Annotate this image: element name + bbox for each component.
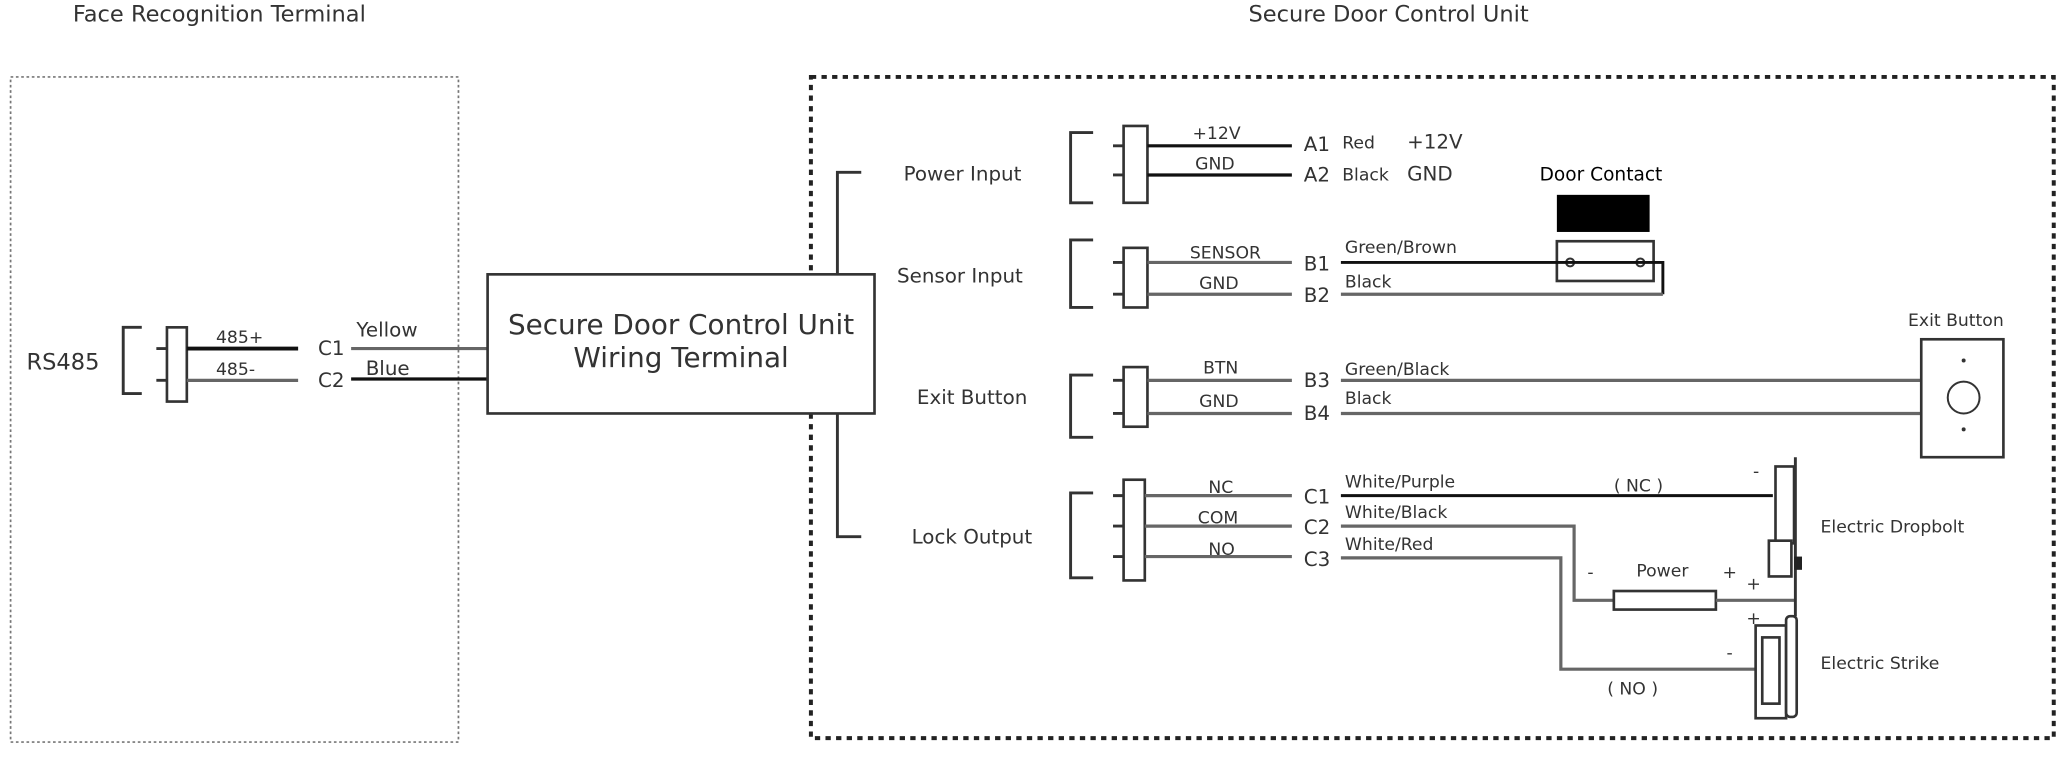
- strike-minus: -: [1726, 644, 1732, 664]
- door-contact-label: Door Contact: [1540, 164, 1663, 185]
- bus-line: [835, 170, 862, 539]
- rs485-label: RS485: [26, 350, 99, 376]
- wire-color-blue: Blue: [366, 357, 410, 380]
- exit-button-device-label: Exit Button: [1908, 311, 2004, 331]
- no-note: ( NO ): [1607, 679, 1658, 699]
- electric-strike: - Electric Strike: [1726, 614, 1940, 720]
- terminal-b2: B2: [1304, 284, 1330, 307]
- exit-button-group: Exit Button BTN GND B3 B4 Green/Black Bl…: [917, 311, 2005, 459]
- terminal-c3: C3: [1304, 548, 1331, 571]
- pin-gnd: GND: [1199, 392, 1238, 412]
- control-unit-title: Secure Door Control Unit: [1248, 1, 1528, 27]
- strike-label: Electric Strike: [1821, 654, 1940, 674]
- rs485-connector: RS485 485+ 485- C1 C2 Yellow Blue: [26, 319, 488, 403]
- pin-485minus: 485-: [216, 360, 255, 380]
- face-terminal-title: Face Recognition Terminal: [73, 1, 366, 27]
- wiring-terminal-title: Secure Door Control Unit: [508, 308, 854, 341]
- terminal-a1: A1: [1304, 133, 1330, 156]
- power-supply: Power - + + +: [1587, 561, 1796, 629]
- pin-gnd: GND: [1195, 155, 1234, 175]
- terminal-c2: C2: [318, 369, 345, 392]
- terminal-c1: C1: [318, 337, 345, 360]
- strike-plus: +: [1746, 609, 1760, 629]
- wire-color-white-purple: White/Purple: [1345, 473, 1455, 493]
- pin-nc: NC: [1208, 478, 1233, 498]
- dropbolt-plus: +: [1746, 575, 1760, 595]
- lock-output-group: Lock Output NC COM NO C1 C2 C3 White/Pur…: [912, 473, 1773, 699]
- terminal-a2: A2: [1304, 164, 1330, 187]
- pin-485plus: 485+: [216, 328, 263, 348]
- pin-sensor: SENSOR: [1190, 243, 1261, 263]
- wire-color-yellow: Yellow: [355, 319, 417, 342]
- face-terminal-boundary: [9, 76, 460, 743]
- exit-button-circle-icon: [1946, 380, 1981, 415]
- power-input-label: Power Input: [904, 162, 1022, 185]
- wire-color-black: Black: [1345, 389, 1392, 409]
- pin-no: NO: [1208, 540, 1234, 560]
- sensor-input-group: Sensor Input SENSOR GND B1 B2 Green/Brow…: [897, 238, 1665, 309]
- terminal-b4: B4: [1304, 402, 1330, 425]
- power-plus: +: [1723, 563, 1737, 583]
- terminal-b3: B3: [1304, 369, 1330, 392]
- pin-com: COM: [1198, 508, 1238, 528]
- signal-12v: +12V: [1407, 130, 1463, 153]
- signal-gnd: GND: [1407, 162, 1453, 185]
- wire-color-green-black: Green/Black: [1345, 360, 1450, 380]
- wire-color-green-brown: Green/Brown: [1345, 238, 1457, 258]
- wire-color-black: Black: [1342, 165, 1389, 185]
- electric-dropbolt: - Electric Dropbolt: [1753, 457, 1965, 617]
- wire-color-white-red: White/Red: [1345, 535, 1434, 555]
- nc-note: ( NC ): [1614, 477, 1663, 497]
- wiring-terminal-box: [486, 273, 876, 415]
- power-label: Power: [1636, 561, 1689, 581]
- wire-color-white-black: White/Black: [1345, 503, 1447, 523]
- wire-color-black: Black: [1345, 273, 1392, 293]
- dropbolt-label: Electric Dropbolt: [1821, 518, 1965, 538]
- power-minus: -: [1587, 563, 1593, 583]
- pin-btn: BTN: [1203, 359, 1238, 379]
- dropbolt-minus: -: [1753, 462, 1759, 482]
- lock-output-label: Lock Output: [912, 525, 1033, 548]
- terminal-b1: B1: [1304, 252, 1330, 275]
- sensor-input-label: Sensor Input: [897, 264, 1023, 287]
- pin-gnd: GND: [1199, 274, 1238, 294]
- terminal-c1: C1: [1304, 486, 1331, 509]
- pin-12v: +12V: [1192, 124, 1240, 144]
- terminal-c2: C2: [1304, 516, 1331, 539]
- exit-button-label: Exit Button: [917, 386, 1027, 409]
- power-input-group: Power Input +12V GND A1 A2 Red Black +12…: [904, 124, 1463, 205]
- wire-color-red: Red: [1342, 133, 1375, 153]
- wiring-terminal-subtitle: Wiring Terminal: [573, 341, 788, 374]
